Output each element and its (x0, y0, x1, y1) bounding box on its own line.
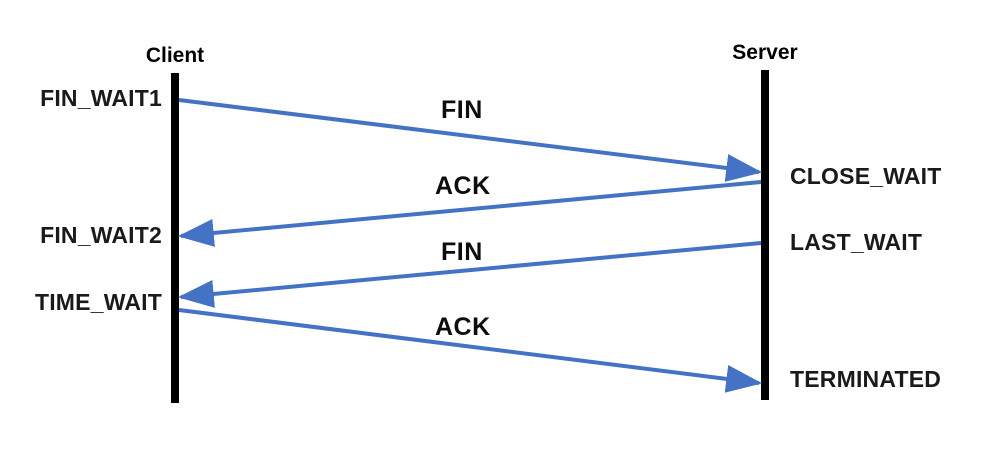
message-arrow-2-ack (177, 180, 762, 247)
message-arrow-4-ack (178, 308, 763, 393)
message-arrow-3-fin (177, 241, 762, 308)
message-label-1-fin: FIN (441, 96, 483, 124)
client-state-fin-wait2: FIN_WAIT2 (40, 222, 162, 248)
server-state-last-wait: LAST_WAIT (790, 229, 923, 255)
lifelines-group (171, 70, 769, 403)
message-arrows-group (177, 98, 763, 393)
server-state-terminated: TERMINATED (790, 366, 942, 392)
message-label-3-fin: FIN (441, 238, 483, 266)
message-label-4-ack: ACK (435, 313, 491, 341)
message-label-2-ack: ACK (435, 172, 491, 200)
client-state-fin-wait1: FIN_WAIT1 (40, 85, 162, 111)
server-state-close-wait: CLOSE_WAIT (790, 163, 942, 189)
message-arrow-1-fin (178, 98, 763, 182)
client-state-time-wait: TIME_WAIT (34, 289, 162, 315)
lifeline-title-client: Client (145, 44, 205, 67)
lifeline-title-server: Server (732, 41, 798, 64)
